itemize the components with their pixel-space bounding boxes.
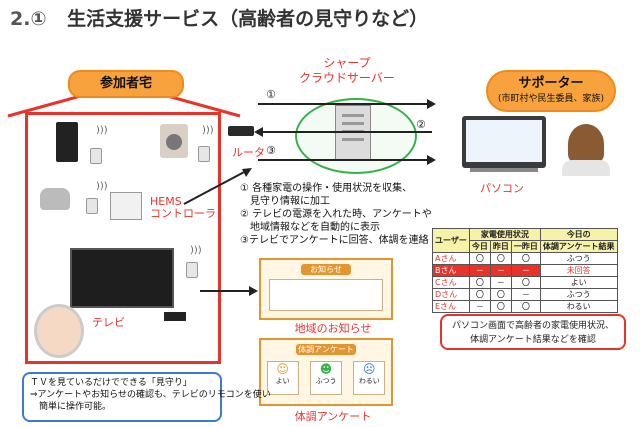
pc-note: パソコン画面で高齢者の家電使用状況、 体調アンケート結果などを確認 [440,314,626,350]
step-line: 見守り情報に加工 [240,196,330,207]
rice-cooker-icon [40,188,70,210]
process-steps: ① 各種家電の操作・使用状況を収集、 見守り情報に加工 ② テレビの電源を入れた… [240,182,440,247]
arrow-1 [258,103,428,105]
supporter-label: サポーター (市町村や民生委員、家族) [486,70,616,112]
survey-screen: 体調アンケート ☺ よい ☻ ふつう ☹ わるい [259,338,393,406]
notice-heading: お知らせ [301,264,351,275]
router-label: ルータ [232,146,265,159]
table-subheader: 一昨日 [510,240,541,253]
elderly-person-icon [34,304,84,358]
arrow-3 [258,159,428,161]
tv-to-screen-arrow-head [249,286,258,296]
monitoring-table: ユーザー 家電使用状況 今日の 今日 昨日 一昨日 体調アンケート結果 Aさん … [432,228,618,313]
survey-option-normal[interactable]: ☻ ふつう [309,361,342,395]
plug-adapter-icon [186,262,198,278]
table-subheader: 昨日 [489,240,512,253]
arrow-3-head [427,155,436,165]
survey-caption: 体調アンケート [294,410,372,423]
arrow-2-label: ② [416,118,426,131]
table-subheader: 今日 [468,240,491,253]
participant-home-label: 参加者宅 [68,70,184,98]
survey-heading: 体調アンケート [296,344,356,355]
frown-icon: ☹ [363,362,376,376]
participant-home-box [25,112,221,364]
survey-options: ☺ よい ☻ ふつう ☹ わるい [261,361,391,395]
arrow-1-label: ① [266,88,276,101]
notice-caption: 地域のお知らせ [294,322,372,335]
wifi-icon: ))) [202,125,214,136]
table-row: Eさん － 〇 〇 わるい [432,300,618,313]
arrow-2-head [254,127,263,137]
step-line: ③テレビでアンケートに回答、体調を連絡 [240,235,429,246]
step-line: ② テレビの電源を入れた時、アンケートや [240,209,432,220]
plug-adapter-icon [90,148,102,164]
set-top-box-icon [164,312,186,321]
table-row: Cさん 〇 － 〇 よい [432,276,618,289]
table-row: Dさん 〇 〇 － ふつう [432,288,618,301]
table-header-usage: 家電使用状況 [468,228,541,241]
supporter-person-icon [568,124,604,164]
tv-label: テレビ [92,316,125,329]
table-header-survey: 体調アンケート結果 [539,240,618,253]
smile-icon: ☺ [276,362,289,376]
plug-adapter-icon [198,146,210,162]
step-line: 地域情報などを自動的に表示 [240,222,380,233]
table-row: Aさん 〇 〇 〇 ふつう [432,252,618,265]
laptop-icon [462,116,546,168]
table-row-alert: Bさん － － － 未回答 [432,264,618,277]
arrow-2 [262,131,432,133]
cloud-server-title: シャープ クラウドサーバー [299,56,395,85]
supporter-person-body [562,160,610,176]
wifi-icon: ))) [96,125,108,136]
arrow-3-label: ③ [266,144,276,157]
refrigerator-icon [56,122,78,162]
page-title: 2.① 生活支援サービス（高齢者の見守りなど） [10,4,428,31]
step-line: ① 各種家電の操作・使用状況を収集、 [240,183,413,194]
survey-option-good[interactable]: ☺ よい [266,361,299,395]
tv-note: ＴＶを見ているだけでできる「見守り」 ⇒アンケートやお知らせの確認も、テレビのリ… [22,372,271,422]
wifi-icon: ))) [190,245,202,256]
notice-content [269,279,383,311]
television-icon [70,248,174,308]
laptop-base [470,168,538,172]
wifi-icon: ))) [96,181,108,192]
router-icon [228,126,254,136]
arrow-1-head [427,99,436,109]
hems-controller-icon [110,192,142,220]
hems-controller-label: HEMS コントローラ [150,195,216,220]
section-number: 2.① [10,8,47,30]
supporter-subtitle: (市町村や民生委員、家族) [497,94,605,104]
section-title: 生活支援サービス（高齢者の見守りなど） [67,8,429,30]
supporter-title: サポーター [518,76,584,91]
washing-machine-icon [160,124,188,158]
plug-adapter-icon [86,198,98,214]
table-header-user: ユーザー [432,228,470,253]
tv-to-screen-arrow [200,290,250,292]
survey-option-bad[interactable]: ☹ わるい [353,361,386,395]
pc-label: パソコン [480,182,524,195]
hems-to-steps-arrow [183,168,252,205]
table-header-today: 今日の [539,228,618,241]
server-icon [335,105,371,161]
neutral-icon: ☻ [319,362,333,376]
notice-screen: お知らせ [259,258,393,320]
